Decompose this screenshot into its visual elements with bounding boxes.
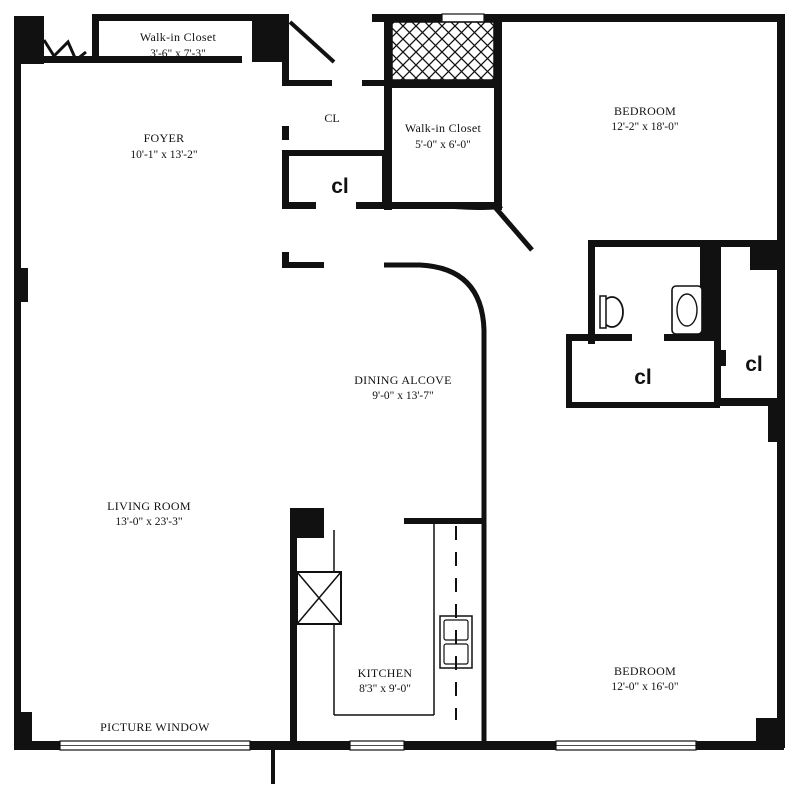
foyer-dims: 10'-1" x 13'-2" [130,149,197,161]
bedroom-bottom-name: BEDROOM [614,664,676,678]
walkin-closet-mid-dims: 5'-0" x 6'-0" [415,139,471,151]
kitchen-walls [290,508,486,746]
dining-alcove-name: DINING ALCOVE [354,373,452,387]
picture-window-label: PICTURE WINDOW [100,720,210,734]
bedroom-top-dims: 12'-2" x 18'-0" [611,121,678,133]
closet-foyer-label: cl [331,175,349,198]
walkin-closet-top-dims: 3'-6" x 7'-3" [150,48,206,60]
living-room-dims: 13'-0" x 23'-3" [115,516,182,528]
foyer-closet-walls [92,14,534,268]
room-labels: Walk-in Closet 3'-6" x 7'-3" CL FOYER 10… [100,30,763,734]
bedroom-top-name: BEDROOM [614,104,676,118]
closet-bedroom-label: cl [745,353,763,376]
closet-hall-label: cl [634,366,652,389]
windows [59,13,697,751]
closet-small-label: CL [324,111,339,125]
entry-door [42,39,92,63]
bedroom-bottom-dims: 12'-0" x 16'-0" [611,681,678,693]
dining-alcove-dims: 9'-0" x 13'-7" [372,390,433,402]
bath-closet-walls [566,240,784,408]
exterior-walls [14,14,785,784]
foyer-name: FOYER [144,131,185,145]
kitchen-dims: 8'3" x 9'-0" [359,683,411,695]
bath-sink-icon [671,285,703,335]
walkin-closet-mid-name: Walk-in Closet [405,121,482,135]
dining-curved-wall [384,262,487,745]
walkin-closet-top-name: Walk-in Closet [140,30,217,44]
toilet-icon [599,295,624,329]
kitchen-name: KITCHEN [358,666,413,680]
living-room-name: LIVING ROOM [107,499,191,513]
